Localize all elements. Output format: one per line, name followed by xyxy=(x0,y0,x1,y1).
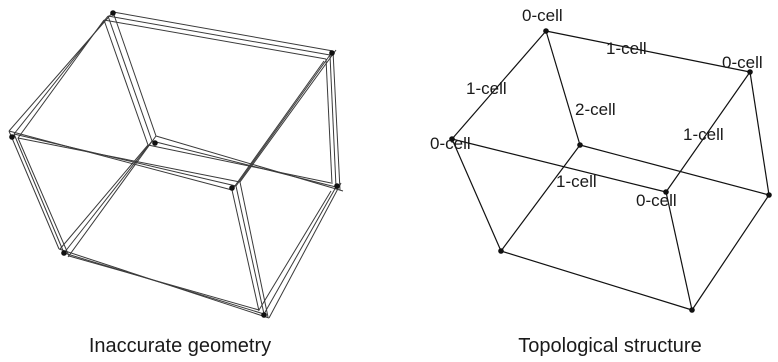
inaccurate-geometry-panel: Inaccurate geometry xyxy=(8,10,344,357)
edge xyxy=(579,144,770,196)
label-top-right-0-cell: 0-cell xyxy=(722,53,763,72)
vertex-dot xyxy=(449,136,455,142)
right-caption: Topological structure xyxy=(518,335,701,357)
label-right-edge-1-cell: 1-cell xyxy=(683,125,724,144)
vertex-dot xyxy=(543,28,549,34)
vertex-dot xyxy=(766,192,772,198)
vertex-dot xyxy=(9,134,15,140)
vertex-dot xyxy=(663,189,669,195)
vertex-dot xyxy=(229,185,235,191)
vertex-dot xyxy=(334,183,340,189)
vertex-dot xyxy=(577,142,583,148)
label-left-0-cell: 0-cell xyxy=(430,134,471,153)
edge xyxy=(500,144,581,252)
label-bottom-0-cell: 0-cell xyxy=(636,191,677,210)
label-face-2-cell: 2-cell xyxy=(575,100,616,119)
vertex-dot xyxy=(747,69,753,75)
left-caption: Inaccurate geometry xyxy=(89,335,271,357)
edge xyxy=(545,30,751,73)
edge xyxy=(665,191,693,311)
vertex-dot xyxy=(61,250,67,256)
edge xyxy=(691,194,770,311)
inaccurate-vertices xyxy=(9,10,340,318)
edge xyxy=(545,30,581,146)
label-bottom-edge-1-cell: 1-cell xyxy=(556,172,597,191)
vertex-dot xyxy=(498,248,504,254)
edge xyxy=(500,250,693,311)
vertex-dot xyxy=(261,312,267,318)
vertex-dot xyxy=(329,50,335,56)
vertex-dot xyxy=(110,10,116,16)
edge xyxy=(749,71,770,196)
topological-wireframe xyxy=(451,30,770,311)
edge xyxy=(451,30,547,140)
edge xyxy=(451,138,667,193)
vertex-dot xyxy=(152,140,158,146)
label-top-edge-1-cell: 1-cell xyxy=(606,39,647,58)
label-top-left-0-cell: 0-cell xyxy=(522,6,563,25)
inaccurate-wireframe xyxy=(8,11,344,319)
topological-structure-panel: 0-cell 1-cell 0-cell 1-cell 2-cell 0-cel… xyxy=(430,6,772,357)
topological-vertices xyxy=(449,28,772,313)
vertex-dot xyxy=(689,307,695,313)
edge xyxy=(451,138,502,252)
label-left-edge-1-cell: 1-cell xyxy=(466,79,507,98)
